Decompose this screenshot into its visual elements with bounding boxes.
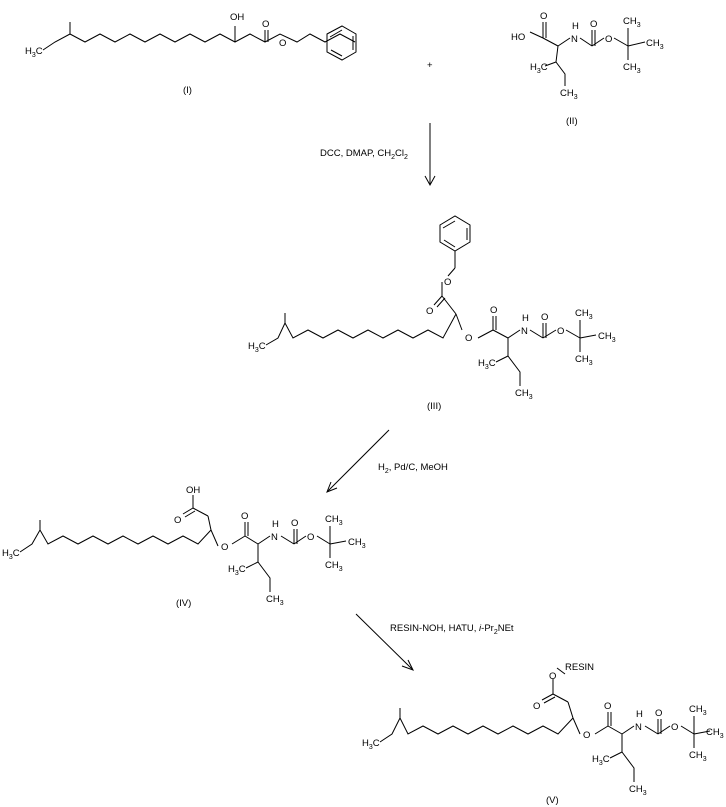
atom-oh-i: OH	[230, 12, 244, 23]
atom-ch3-d-iv: CH3	[266, 594, 284, 607]
atom-ch3-a-ii: CH3	[623, 16, 641, 29]
atom-n-v: N	[635, 722, 642, 733]
atom-h3c-b-iv: H3C	[228, 564, 246, 577]
atom-o-link-iii: O	[465, 333, 472, 344]
atom-ch3-c-ii: CH3	[623, 62, 641, 75]
compound-label-v: (V)	[546, 795, 559, 806]
compound-label-ii: (II)	[566, 116, 578, 127]
atom-h-ii: H	[572, 21, 579, 32]
atom-o3-iii: O	[541, 312, 548, 323]
atom-ch3-b-v: CH3	[706, 727, 724, 740]
atom-ch3-a-iii: CH3	[575, 308, 593, 321]
atom-h3c-a-iii: H3C	[248, 341, 266, 354]
atom-o-link-iv: O	[221, 542, 228, 553]
atom-ester-o-i: O	[279, 38, 286, 49]
atom-carbonyl-o-i: O	[262, 19, 269, 30]
atom-h3c-b-iii: H3C	[478, 358, 496, 371]
atom-ch3-d-iii: CH3	[515, 388, 533, 401]
atom-ch3-d-v: CH3	[629, 784, 647, 797]
compound-label-i: (I)	[183, 85, 192, 96]
atom-ch3-a-v: CH3	[689, 704, 707, 717]
step-3-conditions: RESIN-NOH, HATU, i-Pr2NEt	[390, 623, 514, 636]
compound-label-iii: (III)	[427, 401, 441, 412]
atom-ch3-i: H3C	[25, 46, 43, 59]
atom-n-iv: N	[271, 532, 278, 543]
atom-o-ester-iii: O	[444, 277, 451, 288]
atom-h3c-ii: H3C	[530, 62, 548, 75]
atom-oh-iv: OH	[186, 485, 200, 496]
atom-o2-ii: O	[590, 19, 597, 30]
arrow-step-3	[355, 613, 415, 671]
compound-label-iv: (IV)	[176, 598, 191, 609]
atom-n-ii: N	[571, 34, 578, 45]
atom-ch3-d-ii: CH3	[560, 88, 578, 101]
atom-n-iii: N	[521, 326, 528, 337]
atom-ch3-b-iii: CH3	[598, 331, 616, 344]
step-1-conditions: DCC, DMAP, CH2Cl2	[320, 148, 408, 161]
compound-iv-structure	[19, 495, 347, 592]
atom-ch3-a-iv: CH3	[325, 514, 343, 527]
atom-h-v: H	[636, 709, 643, 720]
arrow-step-2	[326, 429, 390, 493]
atom-ch3-c-v: CH3	[689, 750, 707, 763]
atom-o-ii: O	[540, 11, 547, 22]
compound-v-structure	[379, 667, 711, 782]
atom-o2-iv: O	[241, 511, 248, 522]
atom-o2-v: O	[604, 701, 611, 712]
atom-o-resin-v: O	[549, 671, 556, 682]
compound-iii-structure	[265, 215, 597, 386]
atom-h3c-a-iv: H3C	[2, 548, 20, 561]
compound-i-structure	[42, 22, 357, 61]
arrow-step-1	[424, 123, 436, 187]
atom-ch3-c-iv: CH3	[325, 560, 343, 573]
atom-o3-ii: O	[605, 34, 612, 45]
atom-ho-ii: HO	[511, 32, 525, 43]
atom-ch3-b-iv: CH3	[348, 537, 366, 550]
atom-ch3-c-iii: CH3	[575, 354, 593, 367]
atom-o4-iii: O	[557, 326, 564, 337]
atom-resin-v: RESIN	[565, 662, 594, 673]
atom-o-carbonyl-iii: O	[426, 306, 433, 317]
atom-o-link-v: O	[583, 730, 590, 741]
atom-o3-v: O	[655, 708, 662, 719]
atom-h-iii: H	[522, 313, 529, 324]
atom-o4-v: O	[671, 722, 678, 733]
atom-h-iv: H	[272, 519, 279, 530]
step-2-conditions: H2, Pd/C, MeOH	[378, 462, 448, 475]
atom-o4-iv: O	[307, 532, 314, 543]
atom-h3c-a-v: H3C	[362, 738, 380, 751]
compound-ii-structure	[529, 22, 646, 86]
atom-h3c-b-v: H3C	[592, 754, 610, 767]
atom-ch3-b-ii: CH3	[646, 38, 664, 51]
atom-o3-iv: O	[291, 518, 298, 529]
atom-o2-iii: O	[490, 305, 497, 316]
plus-sign: +	[427, 60, 433, 71]
atom-o-carbonyl-iv: O	[174, 515, 181, 526]
atom-o-carbonyl-v: O	[533, 701, 540, 712]
